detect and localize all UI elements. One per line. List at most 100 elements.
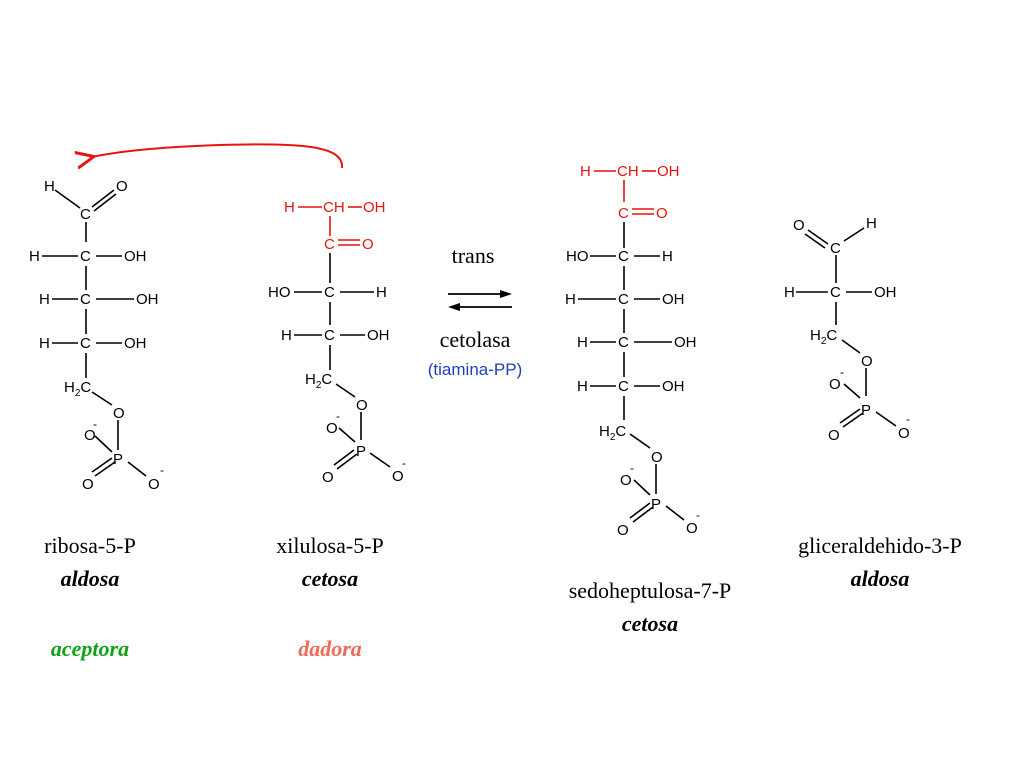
atom-c: C (324, 284, 335, 301)
atom-oh: OH (363, 199, 386, 216)
glyceraldehyde-kind: aldosa (850, 566, 910, 591)
atom-h: H (866, 215, 877, 232)
atom-h: H (284, 199, 295, 216)
atom-o: O (617, 522, 629, 539)
atom-h: H (376, 284, 387, 301)
atom-o: O (793, 217, 805, 234)
atom-p: P (861, 402, 871, 419)
atom-h: H (29, 248, 40, 265)
atom-c: C (80, 248, 91, 265)
charge-minus: - (906, 412, 910, 426)
ribose-kind: aldosa (60, 566, 120, 591)
atom-o: O (392, 468, 404, 485)
atom-o: O (686, 520, 698, 537)
atom-c: C (618, 291, 629, 308)
atom-oh: OH (874, 284, 897, 301)
atom-ch: CH (617, 163, 639, 180)
atom-oh: OH (662, 378, 685, 395)
charge-minus: - (160, 463, 164, 477)
xylulose-kind: cetosa (301, 566, 359, 591)
atom-h2c: H2C (599, 423, 626, 443)
reaction-label-cetolasa: cetolasa (439, 327, 511, 352)
atom-o: O (84, 427, 96, 444)
reaction-label-trans: trans (451, 243, 495, 268)
atom-oh: OH (124, 248, 147, 265)
atom-o: O (362, 236, 374, 253)
atom-oh: OH (367, 327, 390, 344)
atom-o: O (322, 469, 334, 486)
cofactor-label: (tiamina-PP) (427, 360, 523, 379)
atom-h: H (565, 291, 576, 308)
atom-c: C (618, 334, 629, 351)
atom-oh: OH (124, 335, 147, 352)
atom-ch: CH (323, 199, 345, 216)
atom-o: O (861, 353, 873, 370)
charge-minus: - (336, 409, 340, 423)
atom-oh: OH (674, 334, 697, 351)
atom-c: C (618, 205, 629, 222)
charge-minus: - (696, 508, 700, 522)
atom-h2c: H2C (305, 371, 332, 391)
atom-c: C (80, 335, 91, 352)
atom-o: O (829, 376, 841, 393)
xylulose-name: xilulosa-5-P (276, 533, 384, 558)
glyceraldehyde-name: gliceraldehido-3-P (798, 533, 962, 558)
atom-h2c: H2C (810, 327, 837, 347)
atom-o: O (828, 427, 840, 444)
ribose-5-phosphate-structure (42, 189, 147, 477)
atom-c: C (324, 236, 335, 253)
sedoheptulose-head-bonds (594, 170, 656, 215)
xylulose-head-bonds (298, 206, 362, 246)
atom-h2c: H2C (64, 379, 91, 399)
atom-oh: OH (662, 291, 685, 308)
atom-o: O (898, 425, 910, 442)
ribose-atom-labels: H O C H C OH H C OH H C OH H2C O O - P O… (29, 178, 164, 493)
atom-h: H (662, 248, 673, 265)
sedoheptulose-name: sedoheptulosa-7-P (568, 578, 732, 603)
atom-o: O (82, 476, 94, 493)
charge-minus: - (630, 461, 634, 475)
xylulose-body-labels: HO C H H C OH H2C O O - P O O - (268, 284, 406, 486)
atom-ho: HO (268, 284, 291, 301)
xylulose-role: dadora (298, 636, 362, 661)
atom-oh: OH (657, 163, 680, 180)
sedoheptulose-head-labels: H CH OH C O (580, 163, 680, 222)
atom-o: O (620, 472, 632, 489)
atom-o: O (356, 397, 368, 414)
atom-h: H (44, 178, 55, 195)
atom-h: H (281, 327, 292, 344)
sedoheptulose-body-bonds (578, 222, 685, 523)
atom-ho: HO (566, 248, 589, 265)
ribose-name: ribosa-5-P (44, 533, 136, 558)
atom-c: C (80, 206, 91, 223)
atom-oh: OH (136, 291, 159, 308)
atom-o: O (113, 405, 125, 422)
group-transfer-arrow (92, 143, 344, 168)
atom-h: H (580, 163, 591, 180)
glyceraldehyde-atom-labels: O H C H C OH H2C O O - P O O - (784, 215, 910, 444)
charge-minus: - (402, 456, 406, 470)
atom-o: O (116, 178, 128, 195)
atom-o: O (656, 205, 668, 222)
atom-p: P (651, 496, 661, 513)
atom-p: P (356, 443, 366, 460)
atom-o: O (326, 420, 338, 437)
atom-c: C (830, 240, 841, 257)
charge-minus: - (93, 417, 97, 431)
atom-c: C (830, 284, 841, 301)
glyceraldehyde-3-phosphate-structure (796, 227, 897, 428)
atom-c: C (618, 248, 629, 265)
atom-p: P (113, 451, 123, 468)
atom-h: H (577, 334, 588, 351)
atom-c: C (80, 291, 91, 308)
atom-h: H (784, 284, 795, 301)
ribose-role: aceptora (50, 636, 130, 661)
atom-h: H (577, 378, 588, 395)
atom-o: O (148, 476, 160, 493)
sedoheptulose-kind: cetosa (621, 611, 679, 636)
atom-h: H (39, 335, 50, 352)
sedoheptulose-body-labels: HO C H H C OH H C OH H C OH H2C O O - P … (565, 248, 700, 539)
reversible-arrows (448, 290, 512, 311)
